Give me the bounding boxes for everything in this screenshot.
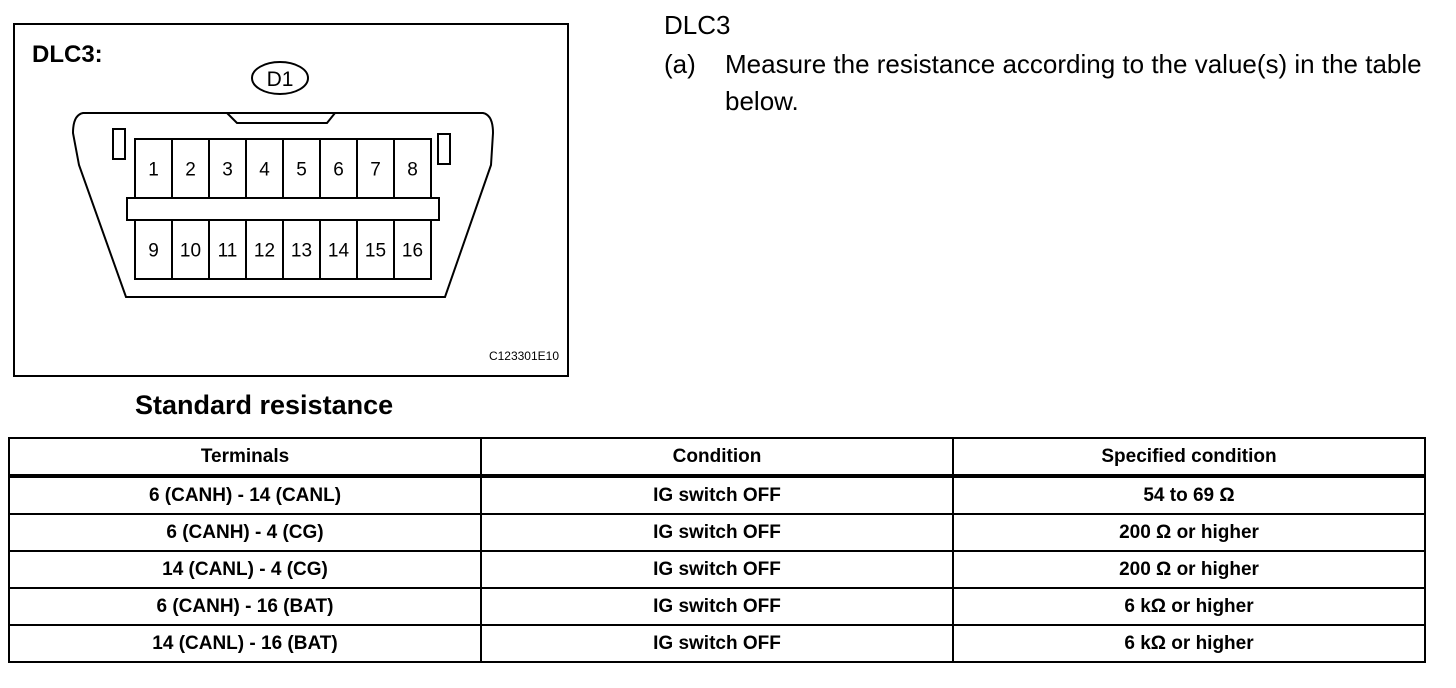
pin-number: 7 bbox=[370, 160, 381, 181]
table-row: 6 (CANH) - 14 (CANL) IG switch OFF 54 to… bbox=[8, 475, 1426, 515]
pin-number: 8 bbox=[407, 160, 418, 181]
pin-number: 4 bbox=[259, 160, 270, 181]
pin-number: 14 bbox=[328, 241, 350, 262]
right-slot bbox=[437, 133, 451, 165]
center-divider bbox=[126, 197, 440, 221]
pin-number: 3 bbox=[222, 160, 233, 181]
pin-number: 11 bbox=[218, 241, 238, 262]
pin-cell bbox=[282, 219, 321, 280]
section-heading: DLC3 bbox=[664, 10, 731, 40]
pin-cell bbox=[319, 138, 358, 199]
pin-cell bbox=[134, 219, 173, 280]
table-title: Standard resistance bbox=[135, 390, 394, 420]
table-row: 14 (CANL) - 16 (BAT) IG switch OFF 6 kΩ … bbox=[8, 624, 1426, 663]
pin-cell bbox=[319, 219, 358, 280]
pin-cell bbox=[134, 138, 173, 199]
cell-condition: IG switch OFF bbox=[480, 475, 954, 515]
header-condition: Condition bbox=[480, 437, 954, 478]
pin-cell bbox=[208, 219, 247, 280]
pin-number: 10 bbox=[180, 241, 201, 262]
cell-specified: 6 kΩ or higher bbox=[952, 587, 1426, 626]
cell-terminals: 6 (CANH) - 16 (BAT) bbox=[8, 587, 482, 626]
table-row: 6 (CANH) - 4 (CG) IG switch OFF 200 Ω or… bbox=[8, 513, 1426, 552]
cell-terminals: 14 (CANL) - 4 (CG) bbox=[8, 550, 482, 589]
left-slot bbox=[112, 128, 126, 160]
pin-number: 12 bbox=[254, 241, 275, 262]
pin-cell bbox=[356, 138, 395, 199]
cell-specified: 200 Ω or higher bbox=[952, 513, 1426, 552]
pin-number: 13 bbox=[291, 241, 312, 262]
table-row: 6 (CANH) - 16 (BAT) IG switch OFF 6 kΩ o… bbox=[8, 587, 1426, 626]
pin-number: 9 bbox=[148, 241, 159, 262]
cell-specified: 6 kΩ or higher bbox=[952, 624, 1426, 663]
pin-cell bbox=[356, 219, 395, 280]
cell-condition: IG switch OFF bbox=[480, 624, 954, 663]
cell-terminals: 6 (CANH) - 4 (CG) bbox=[8, 513, 482, 552]
pin-cell bbox=[245, 138, 284, 199]
header-terminals: Terminals bbox=[8, 437, 482, 478]
connector-latch bbox=[226, 112, 336, 124]
pin-cell bbox=[393, 219, 432, 280]
pin-number: 5 bbox=[296, 160, 307, 181]
connector-shell bbox=[71, 112, 495, 298]
cell-condition: IG switch OFF bbox=[480, 513, 954, 552]
cell-specified: 54 to 69 Ω bbox=[952, 475, 1426, 515]
pin-number: 15 bbox=[365, 241, 386, 262]
step-marker: (a) bbox=[664, 49, 696, 79]
cell-condition: IG switch OFF bbox=[480, 550, 954, 589]
resistance-table: Terminals Condition Specified condition … bbox=[8, 437, 1426, 663]
pin-number: 1 bbox=[148, 160, 159, 181]
pin-number: 6 bbox=[333, 160, 344, 181]
table-row: 14 (CANL) - 4 (CG) IG switch OFF 200 Ω o… bbox=[8, 550, 1426, 589]
cell-condition: IG switch OFF bbox=[480, 587, 954, 626]
cell-specified: 200 Ω or higher bbox=[952, 550, 1426, 589]
cell-terminals: 14 (CANL) - 16 (BAT) bbox=[8, 624, 482, 663]
pin-cell bbox=[393, 138, 432, 199]
connector-tag-label: D1 bbox=[267, 68, 294, 91]
pin-number: 16 bbox=[402, 241, 423, 262]
pin-number: 2 bbox=[185, 160, 196, 181]
cell-terminals: 6 (CANH) - 14 (CANL) bbox=[8, 475, 482, 515]
table-header-row: Terminals Condition Specified condition bbox=[8, 437, 1426, 478]
connector-tag-ellipse bbox=[251, 61, 309, 95]
pin-cell bbox=[208, 138, 247, 199]
header-specified-condition: Specified condition bbox=[952, 437, 1426, 478]
step-text: Measure the resistance according to the … bbox=[725, 49, 1422, 116]
figure-label: DLC3: bbox=[32, 41, 103, 68]
figure-id: C123301E10 bbox=[488, 349, 559, 363]
